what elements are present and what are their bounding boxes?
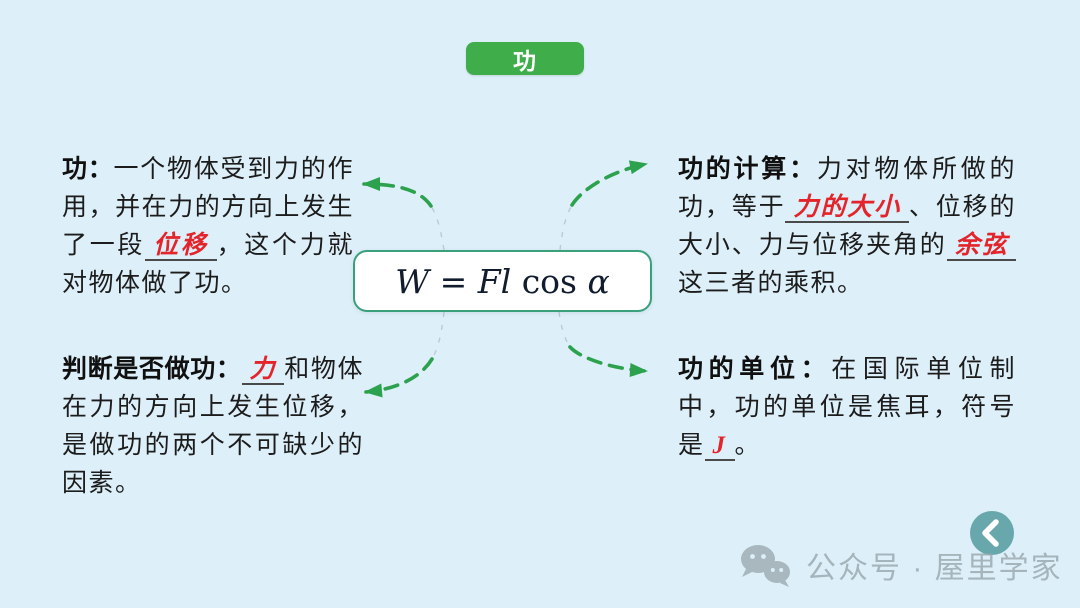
topic-badge-label: 功: [513, 47, 537, 74]
text-segment-label: 判断是否做功：: [62, 355, 242, 383]
text-segment-blank: 力的大小: [785, 194, 909, 223]
text-segment-blank: 余弦: [946, 232, 1016, 261]
back-button[interactable]: [970, 511, 1014, 555]
text-segment-ffn: cos: [521, 261, 588, 301]
text-segment-text: 力对物体所做的功，等于: [678, 156, 1016, 221]
text-segment-label: 功：: [62, 155, 114, 183]
formula-box: W = Fl cos α: [353, 250, 652, 312]
arrow-bottom-right-stem: [558, 311, 571, 348]
arrow-top-left: [362, 177, 433, 208]
text-segment-text: 和物体在力的方向上发生位移，是做功的两个不可缺少的因素。: [62, 356, 364, 497]
arrow-bottom-left: [364, 357, 434, 398]
text-segment-label: 功的计算：: [678, 155, 817, 183]
chevron-left-icon: [982, 519, 999, 547]
text-segment-blank: 位移: [145, 232, 217, 261]
text-segment-text: 。: [734, 432, 762, 459]
wechat-icon: [741, 545, 790, 587]
text-segment-fvar: α: [587, 261, 610, 301]
formula-text: W = Fl cos α: [395, 262, 610, 301]
watermark: 公众号 · 屋里学家: [736, 540, 1063, 590]
text-segment-text: 在国际单位制中，功的单位是焦耳，符号是: [678, 356, 1016, 459]
arrow-bottom-right: [568, 345, 648, 377]
watermark-text: 公众号 · 屋里学家: [806, 552, 1063, 585]
text-segment-text: 、位移的大小、力与位移夹角的: [678, 194, 1016, 259]
arrow-top-left-stem: [430, 205, 445, 251]
text-segment-text: 这三者的乘积。: [678, 270, 864, 297]
text-segment-blank: J: [704, 432, 735, 461]
text-segment-fvar: W = Fl: [395, 261, 522, 301]
text-segment-label: 功的单位：: [678, 355, 832, 383]
arrow-top-right: [570, 160, 648, 207]
text-segment-text: ，这个力就对物体做了功。: [62, 232, 354, 297]
node-work-definition: 功：一个物体受到力的作用，并在力的方向上发生了一段位移，这个力就对物体做了功。: [62, 150, 354, 303]
node-work-judgement: 判断是否做功：力和物体在力的方向上发生位移，是做功的两个不可缺少的因素。: [62, 350, 364, 503]
text-segment-blank: 力: [241, 356, 285, 385]
topic-badge: 功: [466, 42, 584, 75]
node-work-calculation: 功的计算：力对物体所做的功，等于力的大小、位移的大小、力与位移夹角的余弦这三者的…: [678, 150, 1016, 303]
text-segment-text: 一个物体受到力的作用，并在力的方向上发生了一段: [62, 156, 354, 259]
arrow-bottom-left-stem: [431, 311, 445, 360]
arrow-top-right-stem: [559, 204, 573, 251]
